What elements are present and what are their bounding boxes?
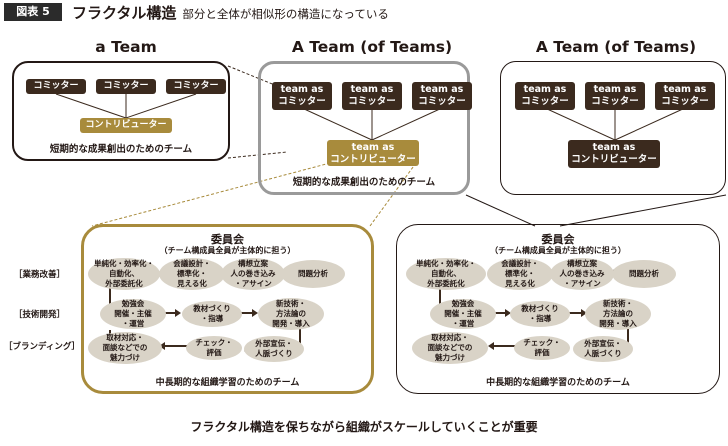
title-text: フラクタル構造: [72, 4, 177, 22]
ellipse-new-tech-right: 新技術・ 方法論の 開発・導入: [585, 298, 651, 330]
team-c-box: [500, 61, 726, 195]
ellipse-interviews-right: 取材対応・ 面談などでの 魅力づけ: [412, 332, 488, 364]
ellipse-new-tech: 新技術・ 方法論の 開発・導入: [258, 298, 324, 330]
page-title: フラクタル構造部分と全体が相似形の構造になっている: [72, 2, 389, 23]
team-a-caption: 短期的な成果創出のためのチーム: [49, 144, 193, 155]
team-b-box: [258, 61, 470, 195]
team-a-contributor: コントリビューター: [80, 118, 172, 133]
side-label-tech: ［技術開発］: [14, 310, 66, 320]
team-b-committer-3: team as コミッター: [412, 82, 472, 110]
ellipse-planning: 構想立案 人の巻き込み ・アサイン: [221, 258, 285, 290]
team-b-heading: A Team (of Teams): [291, 38, 453, 56]
committee-left-caption: 中長期的な組織学習のためのチーム: [155, 378, 300, 388]
team-b-committer-2: team as コミッター: [342, 82, 402, 110]
team-c-committer-3: team as コミッター: [655, 82, 715, 110]
committee-right-title: 委員会: [541, 233, 575, 246]
team-a-committer-1: コミッター: [26, 79, 86, 94]
committee-right-caption: 中長期的な組織学習のためのチーム: [486, 378, 630, 388]
side-label-improvement: ［業務改善］: [14, 270, 66, 280]
ellipse-problem-analysis-right: 問題分析: [612, 260, 676, 288]
ellipse-external-pr: 外部宣伝・ 人脈づくり: [244, 336, 304, 362]
ellipse-study-session: 勉強会 開催・主催 ・運営: [100, 299, 166, 329]
team-a-committer-2: コミッター: [96, 79, 156, 94]
team-c-heading: A Team (of Teams): [535, 38, 697, 56]
ellipse-teaching-materials: 教材づくり ・指導: [182, 301, 242, 327]
title-subtitle: 部分と全体が相似形の構造になっている: [182, 7, 389, 21]
team-c-contributor: team as コントリビューター: [568, 140, 660, 168]
ellipse-interviews: 取材対応・ 面談などでの 魅力づけ: [88, 332, 162, 364]
committee-right-box: [396, 224, 720, 394]
team-c-committer-2: team as コミッター: [585, 82, 645, 110]
footer-conclusion: フラクタル構造を保ちながら組織がスケールしていくことが重要: [190, 420, 538, 434]
team-b-committer-1: team as コミッター: [272, 82, 332, 110]
team-b-caption: 短期的な成果創出のためのチーム: [292, 177, 436, 188]
committee-left-box: [81, 224, 374, 394]
team-a-committer-3: コミッター: [166, 79, 226, 94]
ellipse-check-evaluate-right: チェック・ 評価: [514, 336, 570, 360]
ellipse-external-pr-right: 外部宣伝・ 人脈づくり: [573, 336, 633, 362]
ellipse-meeting-design: 会議設計・ 標準化・ 見える化: [159, 258, 225, 290]
team-b-contributor: team as コントリビューター: [327, 140, 419, 166]
ellipse-simplify-right: 単純化・効率化・ 自動化、 外部委託化: [406, 258, 486, 290]
ellipse-simplify: 単純化・効率化・ 自動化、 外部委託化: [88, 258, 160, 290]
team-a-heading: a Team: [95, 38, 157, 56]
ellipse-study-session-right: 勉強会 開催・主催 ・運営: [430, 299, 496, 329]
committee-right-subtitle: （チーム構成員全員が主体的に担う）: [490, 246, 626, 255]
ellipse-check-evaluate: チェック・ 評価: [186, 336, 242, 360]
side-label-branding: ［ブランディング］: [4, 342, 80, 352]
ellipse-problem-analysis: 問題分析: [281, 260, 345, 288]
ellipse-teaching-materials-right: 教材づくり ・指導: [510, 301, 570, 327]
team-a-box: [12, 61, 230, 161]
committee-left-title: 委員会: [211, 233, 244, 246]
ellipse-meeting-design-right: 会議設計・ 標準化・ 見える化: [487, 258, 553, 290]
committee-left-subtitle: （チーム構成員全員が主体的に担う）: [159, 246, 296, 255]
ellipse-planning-right: 構想立案 人の巻き込み ・アサイン: [550, 258, 614, 290]
team-c-committer-1: team as コミッター: [515, 82, 575, 110]
figure-badge: 図表 5: [4, 3, 62, 21]
